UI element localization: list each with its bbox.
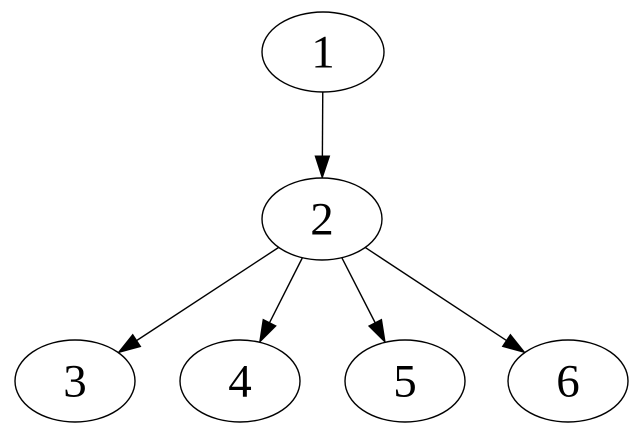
edge-line [342, 258, 376, 325]
node-5: 5 [345, 340, 465, 422]
arrowhead-icon [369, 319, 385, 342]
edge-2-3 [118, 247, 278, 352]
node-1-label: 1 [311, 27, 335, 79]
node-1: 1 [262, 12, 384, 92]
arrowhead-icon [118, 335, 140, 353]
node-3-label: 3 [63, 356, 87, 408]
node-6: 6 [508, 340, 628, 422]
node-4-label: 4 [228, 356, 252, 408]
node-3: 3 [15, 340, 135, 422]
node-2: 2 [262, 178, 382, 260]
arrowhead-icon [502, 334, 524, 352]
edge-2-5 [342, 258, 385, 343]
edge-line [365, 247, 508, 341]
arrowhead-icon [315, 156, 329, 178]
node-4: 4 [180, 340, 300, 422]
edge-line [269, 258, 303, 325]
node-6-label: 6 [556, 356, 580, 408]
edge-2-4 [260, 258, 303, 343]
arrowhead-icon [260, 319, 276, 342]
edge-2-6 [365, 247, 525, 352]
node-5-label: 5 [393, 356, 417, 408]
edge-line [135, 247, 279, 341]
node-2-label: 2 [310, 194, 334, 246]
edge-1-2 [315, 92, 329, 178]
